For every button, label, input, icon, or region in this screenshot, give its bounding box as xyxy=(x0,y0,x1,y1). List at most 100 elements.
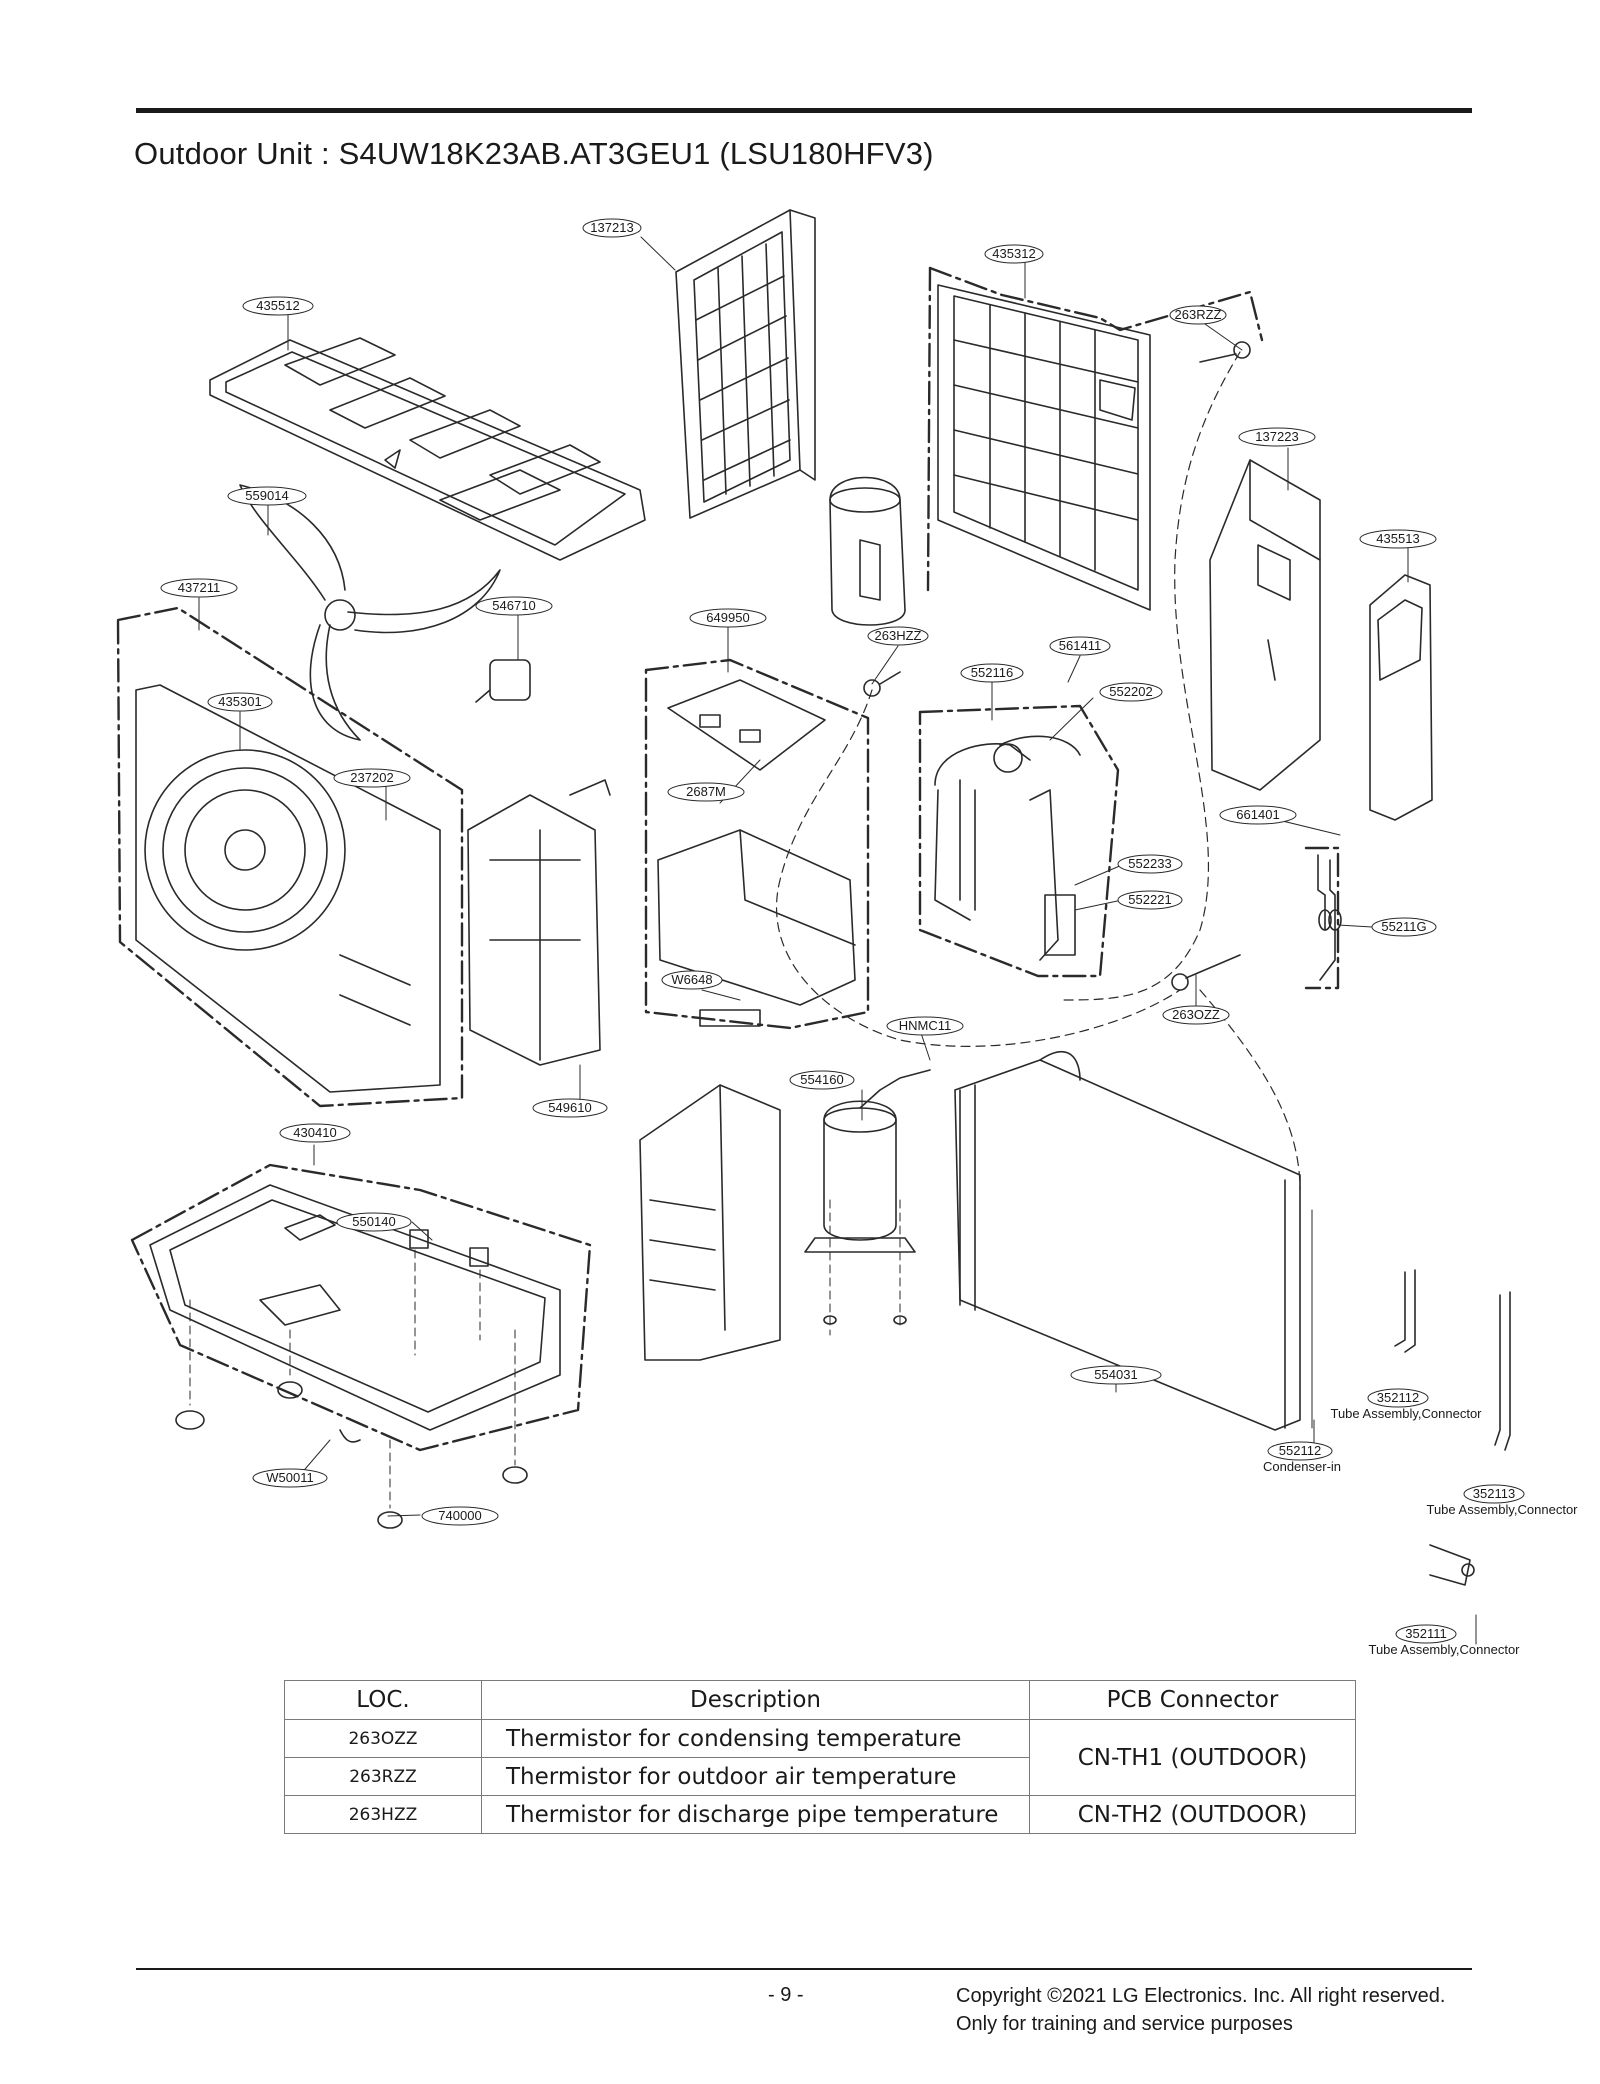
legend-pcb-connector: CN-TH1 (OUTDOOR) xyxy=(1029,1719,1356,1796)
rear-grille-part xyxy=(937,284,1151,611)
page-title: Outdoor Unit : S4UW18K23AB.AT3GEU1 (LSU1… xyxy=(134,136,934,171)
callout-263OZZ-text: 263OZZ xyxy=(1172,1007,1220,1022)
callout-550140: 550140 xyxy=(336,1212,412,1232)
callout-552202: 552202 xyxy=(1099,682,1163,702)
callout-552221-text: 552221 xyxy=(1128,892,1171,907)
legend-header-row: LOC. Description PCB Connector xyxy=(284,1680,1356,1720)
callout-437211: 437211 xyxy=(160,578,238,598)
callout-552202-text: 552202 xyxy=(1109,684,1152,699)
callout-435301: 435301 xyxy=(207,692,273,712)
callout-435512: 435512 xyxy=(242,296,314,316)
callout-435312: 435312 xyxy=(984,244,1044,264)
callout-549610-text: 549610 xyxy=(548,1100,591,1115)
callout-137223: 137223 xyxy=(1238,427,1316,447)
part-captions: Tube Assembly,Connector Condenser-in Tub… xyxy=(1263,1406,1578,1657)
table-row: 263HZZ Thermistor for discharge pipe tem… xyxy=(284,1795,1356,1834)
callout-435513: 435513 xyxy=(1359,529,1437,549)
condenser-coil-part xyxy=(954,1051,1301,1431)
callout-554160-text: 554160 xyxy=(800,1072,843,1087)
callout-435312-text: 435312 xyxy=(992,246,1035,261)
callout-549610: 549610 xyxy=(532,1098,608,1118)
callout-237202: 237202 xyxy=(333,768,411,788)
tube-connector-parts xyxy=(1394,1269,1511,1586)
legend-pcb-connector: CN-TH2 (OUTDOOR) xyxy=(1029,1795,1356,1834)
callout-550140-text: 550140 xyxy=(352,1214,395,1229)
callout-2687M-text: 2687M xyxy=(686,784,726,799)
callout-552233: 552233 xyxy=(1117,854,1183,874)
callout-552221: 552221 xyxy=(1117,890,1183,910)
side-panel-part xyxy=(675,209,816,519)
callout-649950-text: 649950 xyxy=(706,610,749,625)
legend-description: Thermistor for condensing temperature xyxy=(481,1719,1030,1758)
callout-561411-text: 561411 xyxy=(1059,638,1101,653)
callout-554031-text: 554031 xyxy=(1094,1367,1137,1382)
caption-tube-assembly-1: Tube Assembly,Connector xyxy=(1330,1406,1482,1421)
callout-352112a: 352112 xyxy=(1367,1388,1429,1408)
legend-header-description: Description xyxy=(481,1680,1030,1720)
side-panel-right-part xyxy=(1209,459,1321,791)
side-cover-part xyxy=(1369,574,1433,821)
callout-263RZZ-text: 263RZZ xyxy=(1175,307,1222,322)
caption-tube-assembly-2: Tube Assembly,Connector xyxy=(1426,1502,1578,1517)
callout-W6648: W6648 xyxy=(661,970,723,990)
callout-546710-text: 546710 xyxy=(492,598,535,613)
callout-435512-text: 435512 xyxy=(256,298,299,313)
pcb-part xyxy=(667,679,826,771)
callout-137213-text: 137213 xyxy=(590,220,633,235)
top-cover-part xyxy=(209,337,646,561)
callout-55211G: 55211G xyxy=(1371,917,1437,937)
callout-137213: 137213 xyxy=(582,218,642,238)
callout-263RZZ: 263RZZ xyxy=(1169,305,1227,325)
callout-430410: 430410 xyxy=(279,1123,351,1143)
part-callouts: 137213 435312 263RZZ 435512 137223 55901… xyxy=(160,218,1525,1644)
leader-lines xyxy=(189,236,1477,1645)
legend-loc: 263OZZ xyxy=(284,1719,482,1758)
callout-352113: 352113 xyxy=(1463,1484,1525,1504)
callout-263OZZ: 263OZZ xyxy=(1162,1005,1230,1025)
callout-352111: 352111 xyxy=(1395,1624,1457,1644)
callout-352112a-text: 352112 xyxy=(1377,1390,1419,1405)
group-base-pan xyxy=(130,1163,592,1452)
callout-561411: 561411 xyxy=(1049,636,1111,656)
callout-2687M: 2687M xyxy=(667,782,745,802)
bottom-rule xyxy=(136,1968,1472,1970)
partition-panel-part xyxy=(639,1084,781,1361)
legend-header-loc: LOC. xyxy=(284,1680,482,1720)
callout-352113-text: 352113 xyxy=(1473,1486,1515,1501)
copyright-line-2: Only for training and service purposes xyxy=(956,2013,1293,2035)
callout-263HZZ: 263HZZ xyxy=(867,626,929,646)
group-valve-assembly xyxy=(918,704,1120,978)
callout-559014: 559014 xyxy=(227,486,307,506)
legend-loc: 263HZZ xyxy=(284,1795,482,1834)
valve-assembly-part xyxy=(934,735,1081,961)
callout-552233-text: 552233 xyxy=(1128,856,1171,871)
callout-430410-text: 430410 xyxy=(293,1125,336,1140)
fan-motor-part xyxy=(475,659,531,703)
callout-437211-text: 437211 xyxy=(178,580,220,595)
table-row: 263RZZ Thermistor for outdoor air temper… xyxy=(284,1757,1356,1796)
callout-740000: 740000 xyxy=(421,1506,499,1526)
front-panel-part xyxy=(135,684,441,1093)
callout-HNMC11-text: HNMC11 xyxy=(899,1018,952,1033)
group-reactor xyxy=(1304,846,1340,990)
table-row: 263OZZ Thermistor for condensing tempera… xyxy=(284,1719,1356,1796)
callout-740000-text: 740000 xyxy=(438,1508,481,1523)
callout-137223-text: 137223 xyxy=(1255,429,1298,444)
callout-237202-text: 237202 xyxy=(350,770,393,785)
compressor-part xyxy=(804,1069,931,1253)
callout-W50011: W50011 xyxy=(252,1468,328,1488)
group-back-grille xyxy=(928,266,1264,342)
sound-blanket-part xyxy=(829,476,906,626)
legend-header-pcb: PCB Connector xyxy=(1029,1680,1356,1720)
callout-552112-text: 552112 xyxy=(1279,1443,1321,1458)
copyright-line-1: Copyright ©2021 LG Electronics. Inc. All… xyxy=(956,1985,1446,2007)
callout-649950: 649950 xyxy=(689,608,767,628)
callout-552116: 552116 xyxy=(960,663,1024,683)
callout-435513-text: 435513 xyxy=(1376,531,1419,546)
callout-263HZZ-text: 263HZZ xyxy=(875,628,922,643)
callout-546710: 546710 xyxy=(475,596,553,616)
callout-435301-text: 435301 xyxy=(218,694,261,709)
group-boundaries xyxy=(116,266,1340,1452)
callout-HNMC11: HNMC11 xyxy=(886,1016,964,1036)
